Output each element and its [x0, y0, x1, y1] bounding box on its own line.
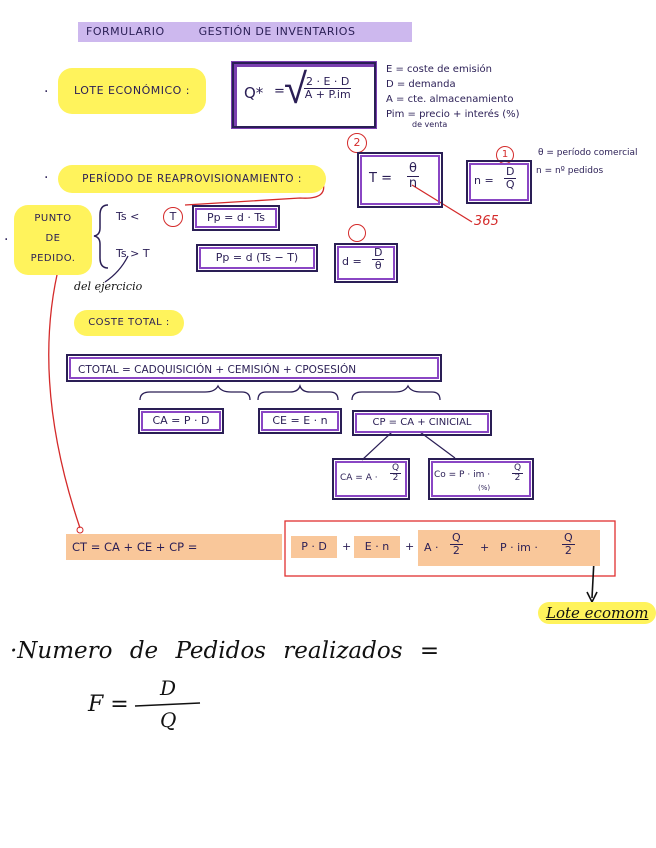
row2-formula: Pp = d (Ts − T): [196, 244, 318, 272]
t-fraction: θ n: [407, 161, 419, 191]
ct-term-aq2: A · Q 2 + P · im · Q 2: [418, 530, 600, 566]
n-note: n = nº pedidos: [536, 166, 604, 176]
d-fraction: D θ: [372, 246, 385, 272]
ct-aq2-lhs: A ·: [424, 541, 439, 554]
header-title: GESTIÓN DE INVENTARIOS: [198, 25, 356, 38]
lote-qstar: Q*: [244, 84, 264, 102]
bullet-dot: ·: [44, 84, 49, 100]
co-lhs: Co = P · im ·: [434, 470, 491, 480]
row1-t-circle: T: [163, 207, 183, 227]
ct-term-pd: P · D: [291, 536, 337, 558]
legend-a: A = cte. almacenamiento: [386, 94, 514, 105]
lote-label: LOTE ECONÓMICO :: [58, 68, 206, 114]
d-formula-box: d = D θ: [334, 243, 398, 283]
cp-box: CP = CA + CINICIAL: [352, 410, 492, 436]
co-sub: (%): [478, 484, 491, 492]
row1-formula: Pp = d · Ts: [192, 205, 280, 231]
ct-pim-lhs: P · im ·: [500, 541, 538, 554]
annotation-365: 365: [474, 214, 499, 229]
sqrt-icon: √: [284, 64, 308, 113]
circle-2: 2: [347, 133, 367, 153]
co-box: Co = P · im · (%) Q 2: [428, 458, 534, 500]
co-fraction: Q 2: [512, 463, 524, 484]
ct-plus-2: +: [405, 540, 415, 553]
periodo-label: PERÍODO DE REAPROVISIONAMIENTO :: [58, 165, 326, 193]
lote-legend: E = coste de emisión D = demanda A = cte…: [386, 62, 520, 132]
lote-ecomom-note: Lote ecomom: [538, 602, 656, 624]
row1-left: Ts <: [116, 210, 140, 223]
row2-left: Ts > T: [116, 247, 150, 260]
f-lhs: F =: [88, 692, 129, 717]
circle-1b: [348, 224, 366, 242]
ct-plus-3: +: [480, 541, 490, 554]
header-bar: FORMULARIO GESTIÓN DE INVENTARIOS: [78, 22, 412, 42]
coste-label: COSTE TOTAL :: [74, 310, 184, 336]
legend-pim: Pim = precio + interés (%): [386, 109, 520, 120]
f-denominator: Q: [160, 708, 177, 732]
lote-equals: =: [274, 84, 285, 99]
numero-pedidos-text: ·Numero de Pedidos realizados =: [10, 638, 440, 664]
lote-denominator: A + P.im: [304, 87, 351, 101]
legend-e: E = coste de emisión: [386, 64, 492, 75]
theta-note: θ = período comercial: [538, 148, 638, 158]
lote-fraction: 2 · E · D A + P.im: [304, 75, 352, 101]
ca-box: CA = P · D: [138, 408, 224, 434]
bullet-dot-3: ·: [4, 232, 9, 248]
ct-pim-fraction: Q 2: [562, 531, 575, 557]
ctotal-box: CTOTAL = CADQUISICIÓN + CEMISIÓN + CPOSE…: [66, 354, 442, 382]
t-formula-box: T = θ n: [357, 152, 443, 208]
ca2-lhs: CA = A ·: [340, 473, 378, 483]
d-lhs: d =: [342, 255, 362, 268]
n-fraction: D Q: [504, 165, 517, 191]
circle-1a: 1: [496, 146, 514, 164]
ct-lhs: CT = CA + CE + CP =: [66, 534, 282, 560]
legend-d: D = demanda: [386, 79, 456, 90]
ct-term-en: E · n: [354, 536, 400, 558]
legend-venta: de venta: [412, 120, 448, 129]
lote-numerator: 2 · E · D: [304, 75, 352, 89]
header-formulario: FORMULARIO: [86, 25, 165, 38]
bullet-dot-2: ·: [44, 170, 49, 186]
del-ejercicio-note: del ejercicio: [74, 280, 143, 293]
t-lhs: T =: [369, 171, 392, 186]
ca2-box: CA = A · Q 2: [332, 458, 410, 500]
ce-box: CE = E · n: [258, 408, 342, 434]
n-lhs: n =: [474, 174, 494, 187]
lote-formula-box: Q* = √ 2 · E · D A + P.im: [232, 62, 376, 128]
punto-label: PUNTO DE PEDIDO.: [14, 205, 92, 275]
ct-aq2-fraction: Q 2: [450, 531, 463, 557]
ca2-fraction: Q 2: [390, 463, 402, 484]
ct-plus-1: +: [342, 540, 352, 553]
n-formula-box: n = D Q: [466, 160, 532, 204]
f-numerator: D: [160, 676, 177, 700]
